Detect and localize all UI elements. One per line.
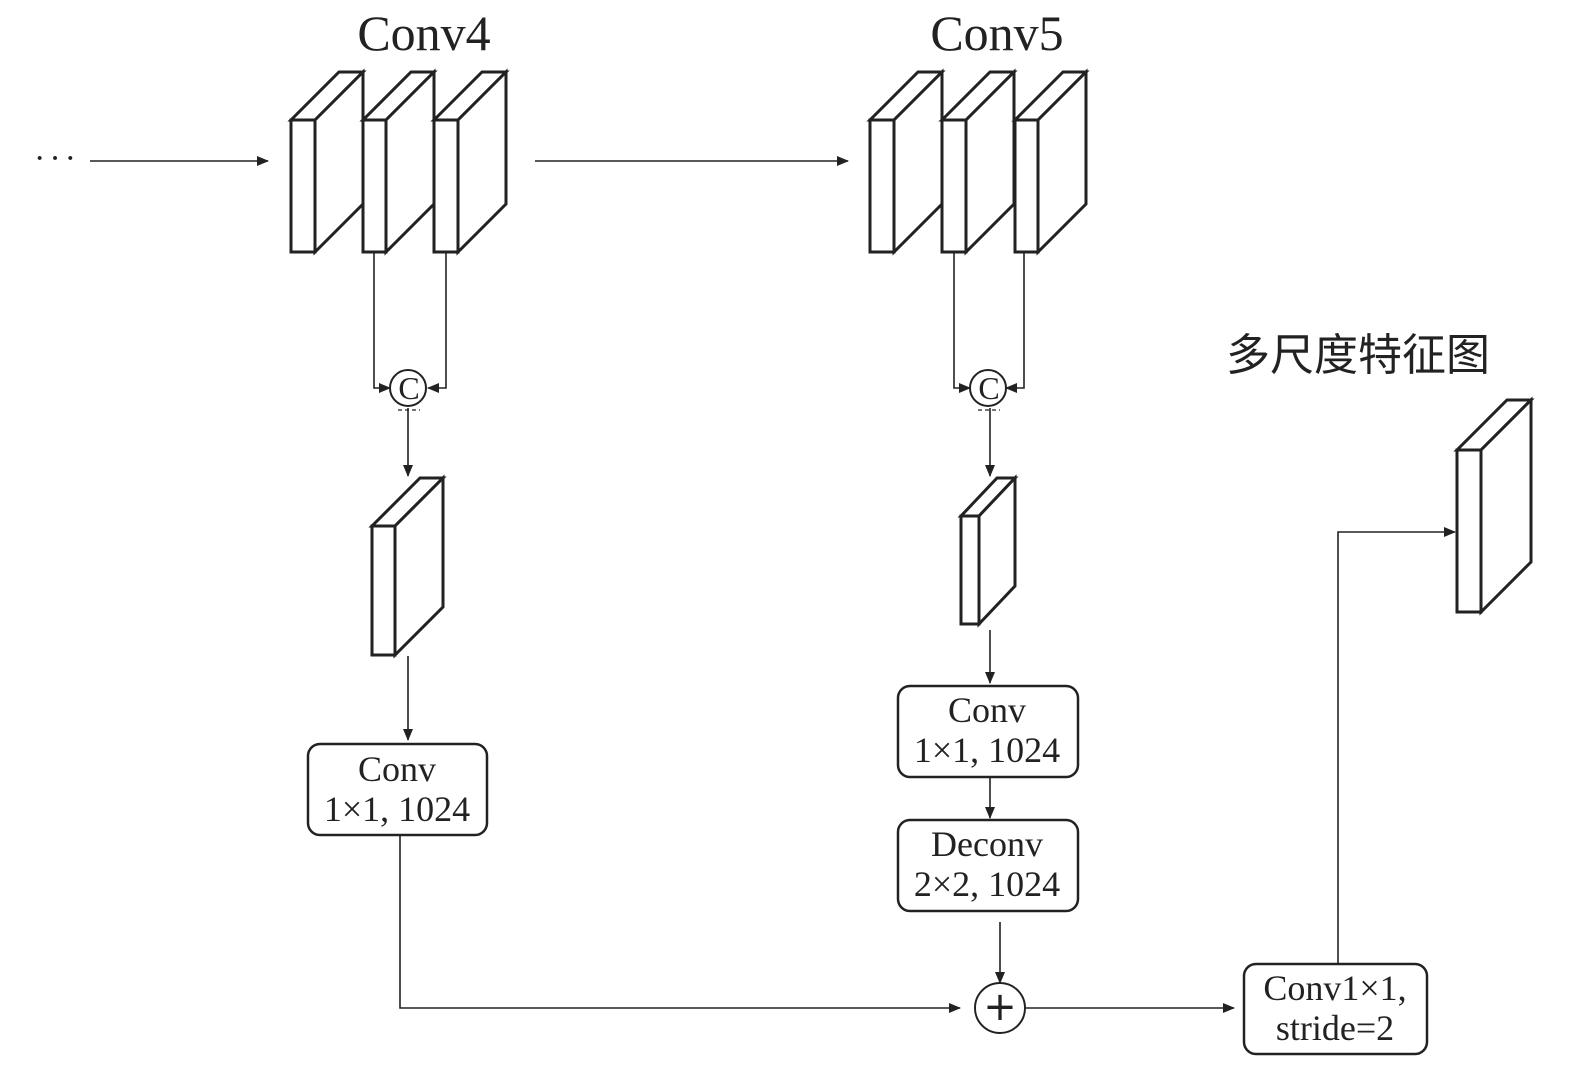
conv5-layer-2 — [938, 68, 1018, 256]
conv4-concat-feature-map — [368, 474, 447, 659]
multiscale-feature-map — [1453, 396, 1535, 616]
conv5-layer-3 — [1011, 68, 1090, 256]
conv5-branch-left — [953, 252, 971, 393]
conv4-conv-box — [306, 742, 489, 837]
conv4-layer-3 — [430, 68, 510, 256]
final-conv-to-output-arrow — [1337, 527, 1456, 964]
conv5-conv-label-1: Conv — [947, 690, 1027, 730]
conv5-concat-operator — [969, 369, 1007, 407]
conv5-title: Conv5 — [930, 5, 1064, 61]
conv4-concat-symbol: C — [398, 370, 420, 406]
final-conv-label-2: stride=2 — [1275, 1008, 1395, 1048]
conv5-deconv-label-1: Deconv — [931, 824, 1043, 864]
add-symbol: + — [983, 984, 1017, 1030]
conv5-deconv-label-2: 2×2, 1024 — [913, 864, 1061, 904]
input-ellipsis: ··· — [34, 140, 80, 177]
final-conv-label-1: Conv1×1, — [1263, 968, 1407, 1008]
add-operator — [974, 982, 1026, 1034]
conv4-branch-left — [373, 252, 391, 393]
connections — [90, 156, 1456, 1013]
conv4-concat-operator — [389, 369, 427, 407]
conv5-conv-label-2: 1×1, 1024 — [913, 730, 1061, 770]
conv5-concat-feature-map — [957, 474, 1019, 628]
conv5-concat-symbol: C — [978, 370, 1000, 406]
conv4-branch-right — [427, 252, 447, 393]
conv5-branch-right — [1005, 252, 1025, 393]
conv5-layer-1 — [866, 68, 946, 256]
conv4-conv-label-2: 1×1, 1024 — [323, 789, 471, 829]
multiscale-title: 多尺度特征图 — [1226, 330, 1490, 381]
final-conv-box — [1242, 962, 1429, 1056]
conv4-title: Conv4 — [357, 5, 491, 61]
conv5-deconv-box — [896, 818, 1080, 913]
conv5-conv-box — [896, 684, 1080, 779]
conv4-layer-2 — [359, 68, 438, 256]
conv4-layer-1 — [287, 68, 367, 256]
conv4-conv-label-1: Conv — [357, 749, 437, 789]
conv4-to-add-arrow — [399, 836, 961, 1013]
